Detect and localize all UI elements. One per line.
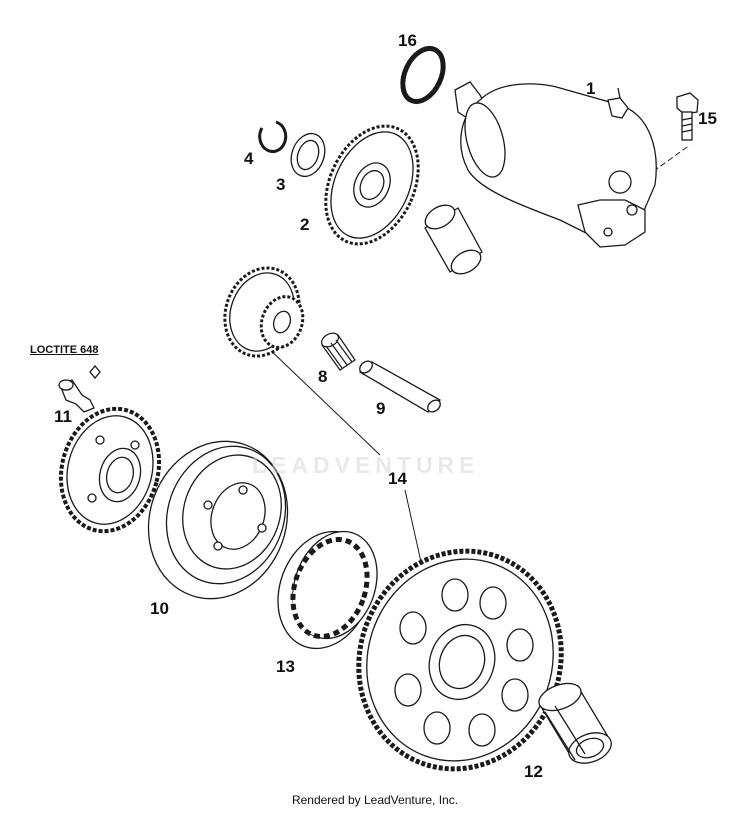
callout-10[interactable]: 10 <box>150 599 169 618</box>
callout-12[interactable]: 12 <box>524 762 543 781</box>
callout-2[interactable]: 2 <box>300 215 310 234</box>
idler-gear-part <box>324 124 420 246</box>
large-gear-part <box>356 548 564 772</box>
starter-gear-part <box>58 406 162 534</box>
sleeve-part <box>424 204 483 275</box>
screw-part <box>58 364 101 413</box>
shaft-part <box>358 360 442 413</box>
callout-9[interactable]: 9 <box>376 399 386 418</box>
needle-bearing-large-part <box>538 682 612 764</box>
callout-4[interactable]: 4 <box>244 149 254 168</box>
needle-bearing-small-part <box>321 332 356 371</box>
watermark: LEADVENTURE <box>252 452 480 478</box>
callout-14[interactable]: 14 <box>388 469 407 488</box>
callout-8[interactable]: 8 <box>318 367 328 386</box>
freewheel-housing-part <box>147 440 289 600</box>
callout-13[interactable]: 13 <box>276 657 295 676</box>
circlip-part <box>258 120 288 153</box>
sprag-clutch-part <box>277 530 378 650</box>
washer-part <box>290 132 326 178</box>
starter-motor-part <box>454 81 657 248</box>
callout-15[interactable]: 15 <box>698 109 717 128</box>
loctite-note: LOCTITE 648 <box>30 344 99 356</box>
callout-11[interactable]: 11 <box>54 407 72 426</box>
callout-3[interactable]: 3 <box>276 175 286 194</box>
callout-1[interactable]: 1 <box>586 79 596 98</box>
bolt-part <box>676 92 699 141</box>
callout-16[interactable]: 16 <box>398 31 417 50</box>
footer-credit: Rendered by LeadVenture, Inc. <box>291 793 459 807</box>
o-ring-part <box>400 46 446 104</box>
reduction-gear-part <box>223 266 305 358</box>
